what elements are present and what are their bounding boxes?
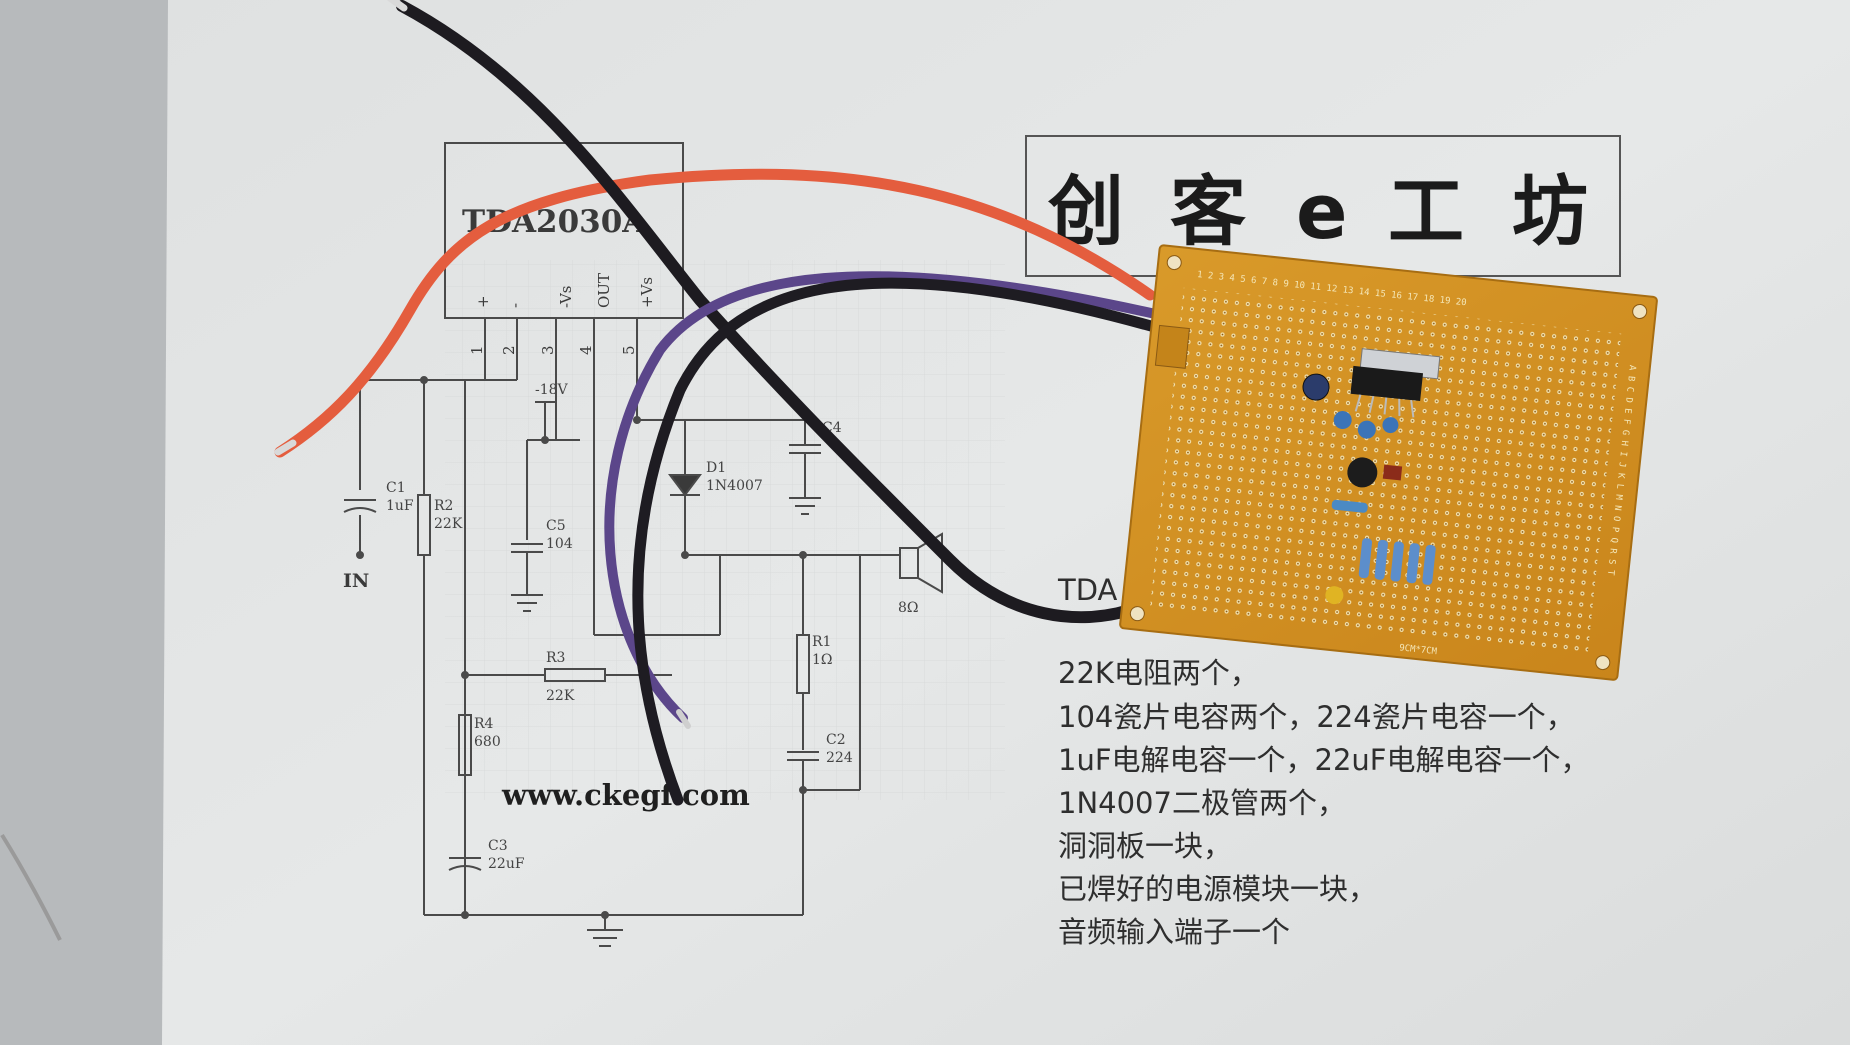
parts-list-line-6: 已焊好的电源模块一块， xyxy=(1058,872,1377,906)
wire-black-long xyxy=(396,0,1136,624)
chip-body xyxy=(1350,365,1424,402)
parts-list-line-4: 1N4007二极管两个， xyxy=(1058,786,1346,820)
speaker-value: 8Ω xyxy=(898,600,919,616)
pcb-amp-chip xyxy=(1350,348,1441,418)
pin-number-4: 4 xyxy=(577,345,595,355)
red-wire-tip xyxy=(274,439,297,456)
chip-pin-labels: + - -Vs OUT +Vs xyxy=(474,273,656,308)
c5-name: C5 xyxy=(546,518,566,534)
pin-label-5: +Vs xyxy=(638,277,656,308)
resistor xyxy=(1331,499,1368,513)
parts-list-line-7: 音频输入端子一个 xyxy=(1058,915,1290,949)
pin-label-1: + xyxy=(474,295,492,308)
d1-name: D1 xyxy=(706,460,726,476)
r2-value: 22K xyxy=(434,516,463,532)
parts-list-line-1: 22K电阻两个， xyxy=(1058,656,1259,690)
pcb-mount-hole xyxy=(1632,304,1648,320)
parts-list-line-5: 洞洞板一块， xyxy=(1058,829,1232,863)
pin-label-4: OUT xyxy=(595,273,613,308)
wire-solder-pads xyxy=(1154,324,1190,369)
ceramic-capacitor xyxy=(1357,420,1376,439)
pin-label-2: - xyxy=(506,303,524,308)
r2-name: R2 xyxy=(434,498,453,514)
wire-red xyxy=(274,168,1156,458)
resistor-array xyxy=(1358,538,1436,585)
c5-value: 104 xyxy=(546,536,573,552)
purple-wire-tip xyxy=(676,709,691,729)
r3-name: R3 xyxy=(546,650,565,666)
ceramic-capacitor xyxy=(1382,417,1399,434)
minus-supply-label: -18V xyxy=(535,382,569,398)
c1-value: 1uF xyxy=(386,498,414,514)
pcb-mount-hole xyxy=(1129,606,1145,622)
parts-list-line-2: 104瓷片电容两个，224瓷片电容一个， xyxy=(1058,700,1575,734)
pcb-mount-hole xyxy=(1166,255,1182,271)
wire-purple xyxy=(604,271,1165,723)
loose-wire xyxy=(0,833,62,941)
pin-label-3: -Vs xyxy=(557,285,575,308)
r1-name: R1 xyxy=(812,634,831,650)
pin-number-5: 5 xyxy=(620,345,638,355)
ceramic-capacitor xyxy=(1333,411,1352,430)
c3-value: 22uF xyxy=(488,856,525,872)
pcb-size-label: 9CM*7CM xyxy=(1399,643,1438,657)
parts-list: TDA 22K电阻两个， 104瓷片电容两个，224瓷片电容一个， 1uF电解电… xyxy=(1057,573,1589,949)
ceramic-capacitor-yellow xyxy=(1325,586,1344,605)
d1-value: 1N4007 xyxy=(706,478,763,494)
c3-name: C3 xyxy=(488,838,508,854)
r4-value: 680 xyxy=(474,734,501,750)
r4-name: R4 xyxy=(474,716,494,732)
chip-box xyxy=(444,142,684,319)
c1-name: C1 xyxy=(386,480,406,496)
logo-char-5: 坊 xyxy=(1512,167,1588,256)
parts-list-fragment: TDA xyxy=(1057,573,1118,607)
chip-pin-numbers: 1 2 3 4 5 xyxy=(468,345,638,355)
black-wire-tip xyxy=(387,0,408,12)
parts-list-line-3: 1uF电解电容一个，22uF电解电容一个， xyxy=(1058,743,1589,777)
logo: 创 客 e 工 坊 xyxy=(1048,167,1588,256)
wire-black-short xyxy=(632,277,1171,806)
electrolytic-capacitor xyxy=(1347,457,1378,488)
pin-number-1: 1 xyxy=(468,345,486,355)
wires xyxy=(274,0,1171,806)
pcb-mount-hole xyxy=(1595,655,1611,671)
r1-value: 1Ω xyxy=(812,652,833,668)
r3-value: 22K xyxy=(546,688,575,704)
c2-value: 224 xyxy=(826,750,853,766)
schematic-url: www.ckegf.com xyxy=(501,778,750,812)
schematic xyxy=(343,142,943,947)
logo-char-4: 工 xyxy=(1388,167,1464,256)
logo-char-3: e xyxy=(1296,167,1348,256)
c2-name: C2 xyxy=(826,732,846,748)
input-label: IN xyxy=(343,570,369,592)
pin-number-2: 2 xyxy=(500,345,518,355)
diode xyxy=(1382,464,1403,481)
wire-tips xyxy=(274,0,691,729)
pcb-board: 1 2 3 4 5 6 7 8 9 10 11 12 13 14 15 16 1… xyxy=(1119,244,1658,681)
electrolytic-capacitor xyxy=(1302,373,1330,401)
pin-number-3: 3 xyxy=(539,345,557,355)
logo-char-2: 客 xyxy=(1170,167,1246,256)
